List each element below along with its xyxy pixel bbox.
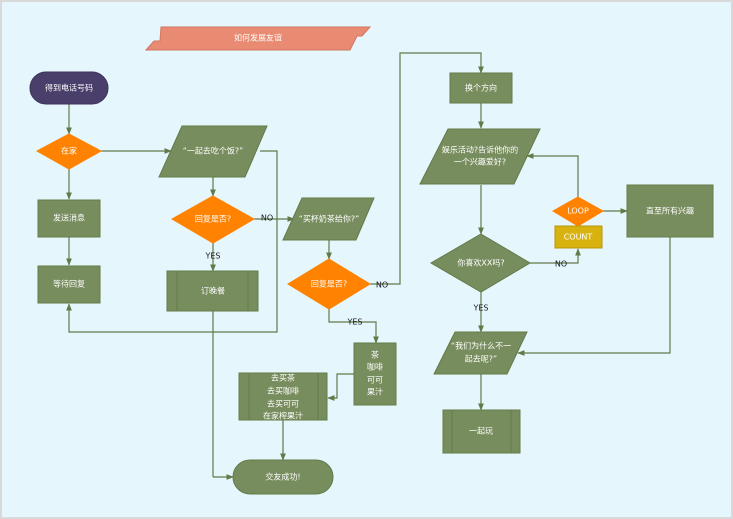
edge-loop-ask [526, 153, 579, 197]
node-drinks-line-1: 茶 [371, 350, 379, 360]
node-ask-hobby[interactable]: 娱乐活动?告诉他你的 一个兴趣爱好? [419, 128, 541, 185]
node-loop-label: LOOP [567, 207, 589, 216]
edge-label-no1: NO [261, 214, 273, 223]
node-count[interactable]: COUNT [554, 225, 603, 249]
node-start[interactable]: 得到电话号码 [29, 71, 109, 105]
node-start-label: 得到电话号码 [45, 83, 93, 93]
node-at-home[interactable]: 在家 [35, 133, 103, 170]
node-order-dinner[interactable]: 订晚餐 [166, 270, 259, 312]
node-all-interests[interactable]: 直至所有兴趣 [626, 184, 714, 238]
node-go-buy-line-4: 在家榨果汁 [263, 411, 303, 421]
node-like-xx-label: 你喜欢XX吗? [457, 258, 504, 268]
node-go-buy-line-3: 去买可可 [267, 399, 299, 409]
node-reply2[interactable]: 回复是否? [287, 258, 371, 310]
edge-label-yes1: YES [204, 252, 220, 261]
edge-label-yes2: YES [346, 318, 362, 327]
node-change-direction[interactable]: 换个方向 [449, 72, 513, 104]
node-like-xx[interactable]: 你喜欢XX吗? [430, 233, 531, 293]
node-wait-reply-label: 等待回复 [53, 279, 85, 289]
edge-like-no [530, 248, 581, 264]
title-text: 如何发展友谊 [234, 33, 282, 43]
node-go-buy[interactable]: 去买茶 去买咖啡 去买可可 在家榨果汁 [238, 372, 328, 421]
node-why-not[interactable]: “我们为什么不一 起去呢?” [433, 331, 528, 375]
edge-all-whynot [517, 237, 671, 356]
node-drinks[interactable]: 茶 咖啡 可可 果汁 [353, 342, 397, 406]
node-all-interests-label: 直至所有兴趣 [646, 206, 694, 216]
node-reply1[interactable]: 回复是否? [170, 195, 256, 244]
node-go-buy-line-1: 去买茶 [271, 373, 295, 383]
node-buy-tea-label: “买杯奶茶给你?” [299, 214, 360, 224]
title-banner: 如何发展友谊 [144, 26, 372, 51]
node-drinks-line-2: 咖啡 [367, 362, 383, 372]
edge-label-no2: NO [376, 281, 388, 290]
edge-drinks-gobuy [327, 373, 354, 401]
edge-invite-loop-wait [66, 150, 278, 333]
node-ask-hobby-line-2: 一个兴趣爱好? [454, 157, 506, 167]
node-order-dinner-label: 订晚餐 [201, 286, 225, 296]
node-drinks-line-3: 可可 [367, 376, 383, 385]
node-reply1-label: 回复是否? [195, 214, 231, 224]
node-count-label: COUNT [564, 233, 593, 242]
node-buy-tea[interactable]: “买杯奶茶给你?” [282, 197, 375, 241]
node-success[interactable]: 交友成功! [232, 459, 334, 495]
node-why-not-line-2: 起去呢?” [465, 354, 497, 364]
node-reply2-label: 回复是否? [311, 279, 347, 289]
node-go-buy-line-2: 去买咖啡 [267, 386, 299, 396]
node-send-message-label: 发送消息 [53, 213, 85, 223]
node-send-message[interactable]: 发送消息 [37, 199, 101, 238]
edge-label-no3: NO [555, 260, 567, 269]
node-loop[interactable]: LOOP [552, 196, 604, 227]
edge-reply2-yes [328, 309, 379, 344]
node-together[interactable]: 一起玩 [442, 409, 521, 454]
node-why-not-line-1: “我们为什么不一 [451, 341, 511, 351]
node-success-label: 交友成功! [265, 472, 300, 482]
node-invite-dinner-label: “一起去吃个饭?” [183, 146, 244, 156]
node-ask-hobby-line-1: 娱乐活动?告诉他你的 [442, 145, 518, 155]
edge-reply2-no [370, 52, 484, 285]
node-invite-dinner[interactable]: “一起去吃个饭?” [158, 125, 268, 178]
connectors [66, 52, 671, 480]
node-together-label: 一起玩 [469, 427, 493, 436]
node-wait-reply[interactable]: 等待回复 [37, 265, 101, 304]
node-drinks-line-4: 果汁 [367, 387, 383, 397]
edge-label-yes3: YES [472, 304, 488, 313]
node-change-direction-label: 换个方向 [465, 83, 497, 93]
node-at-home-label: 在家 [61, 146, 77, 156]
